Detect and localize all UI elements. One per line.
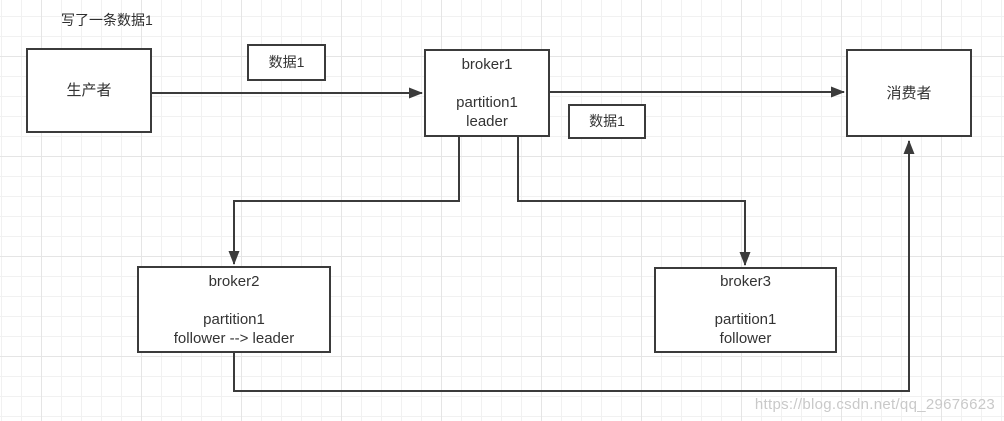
broker3-node: broker3 partition1 follower	[654, 267, 837, 353]
arrow-broker1-to-broker2	[228, 137, 460, 265]
broker2-title: broker2	[208, 272, 260, 290]
broker3-title: broker3	[720, 273, 771, 290]
broker2-partition: partition1	[203, 310, 265, 328]
data1-top-text: 数据1	[268, 54, 305, 70]
producer-node: 生产者	[26, 48, 152, 133]
broker3-role: follower	[719, 330, 772, 347]
broker1-title: broker1	[461, 56, 513, 73]
data1-label-mid: 数据1	[568, 104, 646, 139]
broker2-role: follower --> leader	[173, 329, 295, 347]
arrow-broker1-to-broker3	[517, 137, 751, 266]
broker1-node: broker1 partition1 leader	[424, 49, 550, 137]
arrow-broker2-to-consumer	[233, 140, 915, 392]
producer-label: 生产者	[66, 82, 112, 99]
watermark: https://blog.csdn.net/qq_29676623	[754, 396, 995, 413]
data1-mid-text: 数据1	[589, 113, 625, 129]
consumer-node: 消费者	[846, 49, 972, 137]
broker2-node: broker2 partition1 follower --> leader	[137, 266, 331, 353]
broker1-partition: partition1	[456, 94, 518, 111]
broker3-partition: partition1	[714, 311, 777, 328]
annotation-text: 写了一条数据1	[61, 12, 153, 28]
data1-label-top: 数据1	[247, 44, 326, 81]
broker1-role: leader	[466, 113, 508, 130]
consumer-label: 消费者	[886, 84, 932, 102]
